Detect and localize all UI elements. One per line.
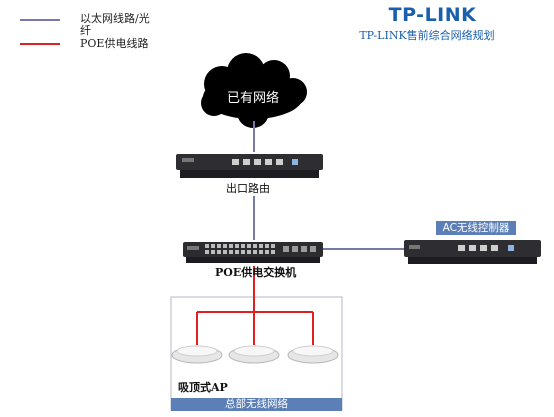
ap-3 xyxy=(287,345,339,364)
switch-label: POE供电交换机 xyxy=(215,266,297,279)
area-label: 总部无线网络 xyxy=(171,398,342,411)
router-device xyxy=(176,154,323,178)
legend-ethernet-label: 以太网线路/光 纤 xyxy=(80,13,150,37)
router-label: 出口路由 xyxy=(226,182,270,195)
legend-ethernet-label-line1: 以太网线路/光 xyxy=(80,12,150,25)
existing-network-cloud xyxy=(201,53,307,128)
ap-label: 吸顶式AP xyxy=(178,381,228,394)
poe-switch-device xyxy=(183,242,323,263)
page-subtitle: TP-LINK售前综合网络规划 xyxy=(359,29,495,42)
controller-label: AC无线控制器 xyxy=(436,221,516,235)
legend-poe-label: POE供电线路 xyxy=(80,37,149,50)
cloud-label: 已有网络 xyxy=(226,91,279,106)
brand-logo: TP-LINK xyxy=(388,4,477,26)
ap-1 xyxy=(171,345,223,364)
ac-controller-device xyxy=(404,240,541,264)
legend-ethernet-label-line2: 纤 xyxy=(80,24,91,37)
poe-links xyxy=(196,266,314,345)
ap-2 xyxy=(228,345,280,364)
